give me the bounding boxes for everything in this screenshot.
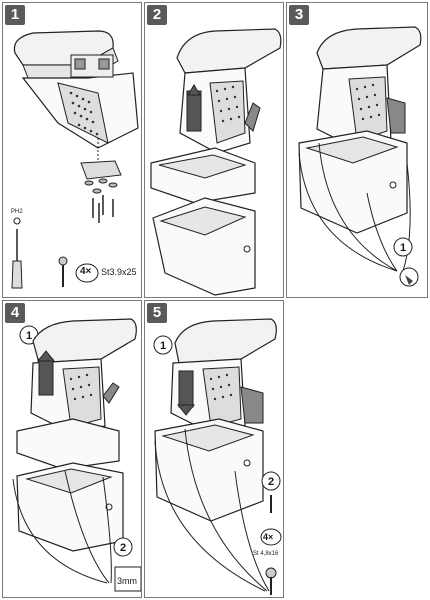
- step-2-panel: 2: [144, 2, 284, 298]
- tool-label: PH2: [11, 209, 23, 215]
- armrest-exploded-illustration: [11, 30, 139, 289]
- step-3-panel: 3 1: [286, 2, 428, 298]
- step-1-panel: 1: [2, 2, 142, 298]
- svg-text:1: 1: [160, 340, 166, 352]
- armrest-drilling-illustration: 1 2: [12, 318, 141, 592]
- screw-specification: St3.9x25: [101, 267, 137, 277]
- screw-specification: St 4,8x16: [253, 551, 279, 557]
- drill-size-label: 3mm: [117, 576, 137, 586]
- callout-number: 1: [400, 242, 406, 254]
- screw-quantity: 4×: [263, 532, 274, 542]
- step-number: 2: [147, 5, 167, 25]
- screw-quantity: 4×: [80, 266, 92, 277]
- armrest-alignment-illustration: [150, 28, 282, 296]
- step-4-panel: 4 1 2 3mm: [2, 300, 142, 598]
- callout-number: 2: [120, 542, 126, 554]
- armrest-mounting-illustration: 1: [298, 26, 422, 287]
- step-5-panel: 5 1 2 4: [144, 300, 284, 598]
- step-number: 5: [147, 303, 167, 323]
- armrest-fastening-illustration: 1 2: [153, 318, 282, 595]
- step-number: 4: [5, 303, 25, 323]
- empty-cell: [286, 300, 428, 598]
- callout-number: 1: [26, 330, 32, 342]
- callout-number: 2: [268, 476, 274, 488]
- step-number: 3: [289, 5, 309, 25]
- step-number: 1: [5, 5, 25, 25]
